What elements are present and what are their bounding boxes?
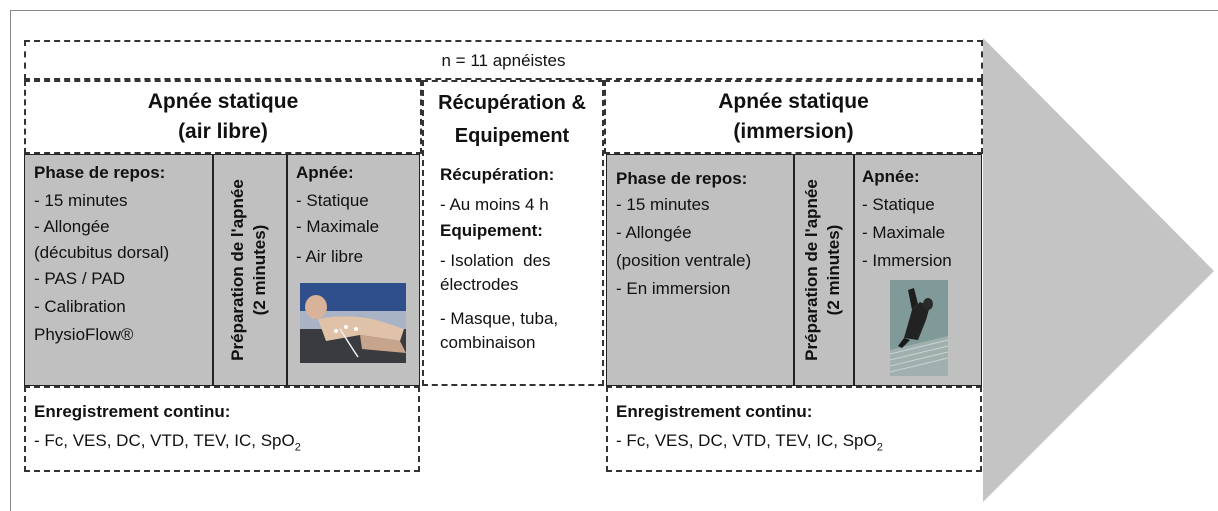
- right-title-box: [604, 80, 983, 154]
- dry-apnea-photo: [300, 283, 406, 363]
- figure-frame: [10, 10, 1218, 511]
- right-rest-item: - En immersion: [616, 279, 731, 298]
- right-prep-label: Préparation de l'apnée (2 minutes): [801, 179, 845, 361]
- middle-title-line1: Récupération &: [438, 92, 586, 114]
- middle-title-line2: Equipement: [454, 125, 570, 147]
- right-prep-line1: Préparation de l'apnée: [802, 179, 821, 361]
- left-title-line2: (air libre): [178, 120, 268, 143]
- left-apnea-item: - Maximale: [296, 217, 380, 236]
- left-rest-item: - Calibration: [34, 297, 126, 316]
- right-divider-2: [853, 154, 855, 386]
- left-prep-label: Préparation de l'apnée (2 minutes): [227, 179, 271, 361]
- right-recording-heading: Enregistrement continu:: [616, 402, 813, 421]
- left-rest-item: - 15 minutes: [34, 191, 128, 210]
- left-rest-item: - Allongée: [34, 217, 110, 236]
- right-prep-line2: (2 minutes): [824, 224, 843, 316]
- right-rest-item: (position ventrale): [616, 251, 752, 270]
- right-title-line2: (immersion): [733, 120, 854, 143]
- right-apnea-item: - Statique: [862, 195, 935, 214]
- middle-box: [422, 80, 604, 386]
- left-recording-box: [24, 386, 420, 472]
- right-rest-heading: Phase de repos:: [616, 169, 748, 188]
- middle-equipment-heading: Equipement:: [440, 221, 543, 240]
- middle-equipment-item: - Masque, tuba,: [440, 309, 559, 328]
- right-rest-item: - 15 minutes: [616, 195, 710, 214]
- left-prep-line2: (2 minutes): [250, 224, 269, 316]
- participants-label: n = 11 apnéistes: [441, 51, 566, 70]
- left-apnea-heading: Apnée:: [296, 163, 354, 182]
- middle-equipment-item: combinaison: [440, 333, 536, 352]
- left-apnea-item: - Air libre: [296, 247, 364, 266]
- right-apnea-heading: Apnée:: [862, 167, 920, 186]
- left-recording-text: - Fc, VES, DC, VTD, TEV, IC, SpO: [34, 431, 295, 450]
- right-recording-box: [606, 386, 982, 472]
- left-title-line1: Apnée statique: [147, 90, 299, 113]
- right-title-line1: Apnée statique: [718, 90, 869, 113]
- middle-recovery-item: - Au moins 4 h: [440, 195, 549, 214]
- middle-recovery-heading: Récupération:: [440, 165, 555, 184]
- left-divider-2: [286, 154, 288, 386]
- left-rest-item: PhysioFlow®: [34, 325, 134, 344]
- left-prep-line1: Préparation de l'apnée: [228, 179, 247, 361]
- right-recording-vars: - Fc, VES, DC, VTD, TEV, IC, SpO2: [616, 428, 883, 460]
- left-rest-item: (décubitus dorsal): [34, 243, 170, 262]
- middle-equipment-item: - Isolation des: [440, 251, 551, 270]
- left-recording-heading: Enregistrement continu:: [34, 402, 231, 421]
- immersion-apnea-photo: [890, 280, 948, 376]
- right-recording-sub: 2: [876, 441, 883, 454]
- right-divider-1: [793, 154, 795, 386]
- left-apnea-item: - Statique: [296, 191, 369, 210]
- participants-box: [24, 40, 983, 80]
- left-rest-heading: Phase de repos:: [34, 163, 166, 182]
- middle-equipment-item: électrodes: [440, 275, 519, 294]
- right-rest-item: - Allongée: [616, 223, 692, 242]
- left-divider-1: [212, 154, 214, 386]
- right-recording-text: - Fc, VES, DC, VTD, TEV, IC, SpO: [616, 431, 877, 450]
- left-recording-vars: - Fc, VES, DC, VTD, TEV, IC, SpO2: [34, 428, 301, 460]
- left-recording-sub: 2: [294, 441, 301, 454]
- right-apnea-item: - Maximale: [862, 223, 946, 242]
- left-rest-item: - PAS / PAD: [34, 269, 126, 288]
- right-apnea-item: - Immersion: [862, 251, 952, 270]
- left-title-box: [24, 80, 422, 154]
